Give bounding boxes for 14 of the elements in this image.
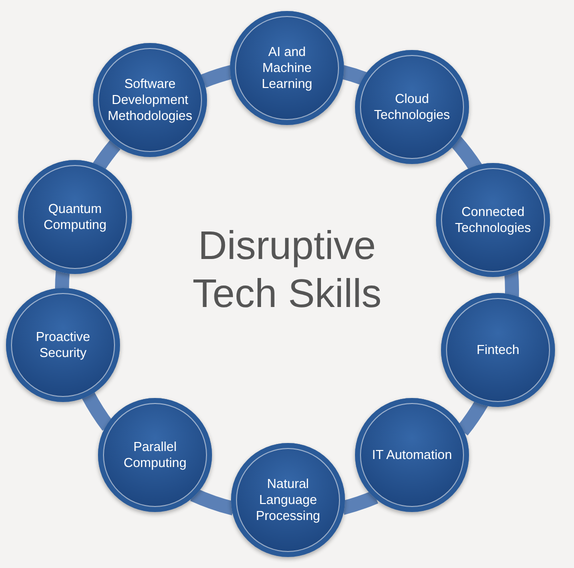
ring-connector xyxy=(92,140,121,172)
skill-label: Connected Technologies xyxy=(454,204,532,236)
skill-label: IT Automation xyxy=(372,447,452,463)
skill-label: Fintech xyxy=(476,342,520,358)
skill-circle xyxy=(98,398,212,512)
skill-label: Quantum Computing xyxy=(42,201,108,233)
center-title: Disruptive Tech Skills xyxy=(192,223,382,318)
skill-label: Cloud Technologies xyxy=(373,91,451,123)
skill-label: Proactive Security xyxy=(34,329,92,361)
skill-label: AI and Machine Learning xyxy=(260,44,314,92)
skill-label: Software Development Methodologies xyxy=(106,76,194,124)
skill-label: Parallel Computing xyxy=(122,439,188,471)
skill-label: Natural Language Processing xyxy=(254,476,322,524)
ring-connector xyxy=(55,270,70,290)
